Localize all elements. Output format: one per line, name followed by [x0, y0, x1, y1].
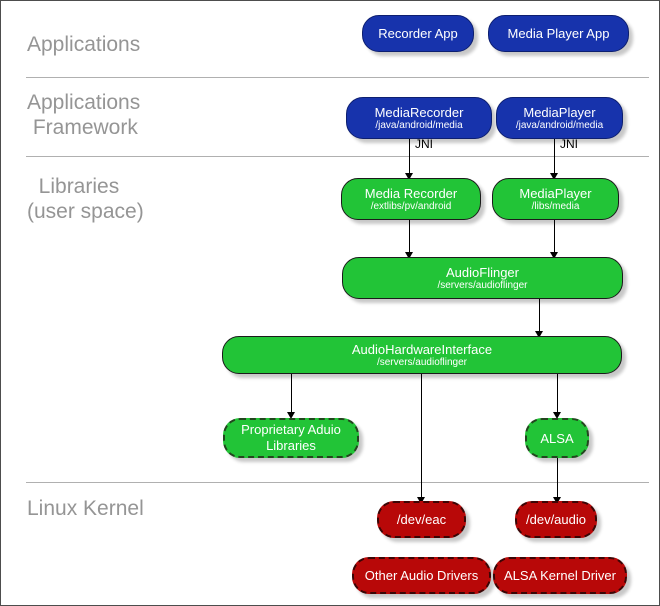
node-proprietary-audio-libraries-title: Proprietary Aduio — [241, 422, 341, 437]
node-media-recorder-library-title: Media Recorder — [364, 185, 458, 201]
node-audioflinger-title: AudioFlinger — [446, 264, 519, 280]
arrowhead-mediarecorderlib-audioflinger — [405, 252, 413, 259]
node-alsa[interactable]: ALSA — [525, 418, 589, 458]
layer-label-applications: Applications — [27, 33, 141, 56]
divider-libraries — [26, 482, 649, 483]
node-dev-audio-title: /dev/audio — [526, 512, 586, 527]
arrowhead-alsa-devaudio — [553, 497, 561, 504]
node-other-audio-drivers[interactable]: Other Audio Drivers — [352, 557, 491, 594]
node-mediaplayer-library[interactable]: MediaPlayer /libs/media — [492, 178, 619, 220]
arrowhead-audiohw-alsa — [553, 412, 561, 419]
jni-label-left: JNI — [415, 137, 433, 151]
node-recorder-app-title: Recorder App — [378, 26, 458, 41]
node-media-player-app[interactable]: Media Player App — [488, 15, 629, 52]
connector-mediaplayerlib-audioflinger — [554, 220, 555, 256]
node-mediaplayer-framework-title: MediaPlayer — [523, 104, 596, 120]
arrowhead-mediarecorder-jni — [405, 173, 413, 180]
layer-label-applications-framework: Applications Framework — [27, 91, 141, 139]
node-mediaplayer-framework[interactable]: MediaPlayer /java/android/media — [496, 97, 623, 139]
connector-mediarecorderlib-audioflinger — [409, 220, 410, 256]
connector-audiohw-proprietary — [291, 374, 292, 416]
layer-label-linux-kernel: Linux Kernel — [27, 497, 144, 520]
node-mediaplayer-library-title: MediaPlayer — [519, 185, 592, 201]
connector-audioflinger-audiohw — [539, 299, 540, 335]
node-proprietary-audio-libraries[interactable]: Proprietary Aduio Libraries — [223, 418, 359, 458]
node-media-player-app-title: Media Player App — [507, 26, 610, 41]
node-audioflinger[interactable]: AudioFlinger /servers/audioflinger — [342, 257, 623, 299]
node-media-recorder-library[interactable]: Media Recorder /extlibs/pv/android — [341, 178, 481, 220]
node-recorder-app[interactable]: Recorder App — [362, 15, 474, 52]
connector-mediaplayer-jni — [554, 139, 555, 177]
node-audioflinger-path: /servers/audioflinger — [437, 279, 528, 291]
arrowhead-mediaplayer-jni — [550, 173, 558, 180]
node-alsa-kernel-driver-title: ALSA Kernel Driver — [504, 568, 616, 583]
node-mediaplayer-library-path: /libs/media — [531, 200, 580, 212]
node-proprietary-audio-libraries-title2: Libraries — [266, 438, 316, 453]
connector-audiohw-alsa — [557, 374, 558, 416]
node-audiohardwareinterface-path: /servers/audioflinger — [376, 356, 468, 368]
divider-applications — [26, 77, 649, 78]
node-mediarecorder-framework-title: MediaRecorder — [374, 104, 464, 120]
node-mediarecorder-framework[interactable]: MediaRecorder /java/android/media — [346, 97, 492, 139]
node-dev-audio[interactable]: /dev/audio — [515, 501, 597, 538]
arrowhead-mediaplayerlib-audioflinger — [550, 252, 558, 259]
connector-mediarecorder-jni — [409, 139, 410, 177]
node-mediaplayer-framework-path: /java/android/media — [515, 119, 604, 131]
node-media-recorder-library-path: /extlibs/pv/android — [370, 200, 452, 212]
connector-audiohw-deveac — [421, 374, 422, 501]
divider-applications-framework — [26, 156, 649, 157]
node-dev-eac-title: /dev/eac — [396, 512, 447, 527]
arrowhead-audiohw-deveac — [417, 497, 425, 504]
jni-label-right: JNI — [560, 137, 578, 151]
node-audiohardwareinterface-title: AudioHardwareInterface — [351, 341, 493, 357]
node-audiohardwareinterface[interactable]: AudioHardwareInterface /servers/audiofli… — [222, 336, 622, 374]
node-other-audio-drivers-title: Other Audio Drivers — [364, 568, 479, 583]
arrowhead-audioflinger-audiohw — [535, 331, 543, 338]
node-dev-eac[interactable]: /dev/eac — [377, 501, 466, 538]
node-alsa-kernel-driver[interactable]: ALSA Kernel Driver — [493, 557, 627, 594]
node-mediarecorder-framework-path: /java/android/media — [375, 119, 463, 131]
node-alsa-title: ALSA — [540, 430, 574, 446]
layer-label-libraries: Libraries (user space) — [27, 175, 144, 223]
arrowhead-audiohw-proprietary — [287, 412, 295, 419]
connector-alsa-devaudio — [557, 458, 558, 501]
